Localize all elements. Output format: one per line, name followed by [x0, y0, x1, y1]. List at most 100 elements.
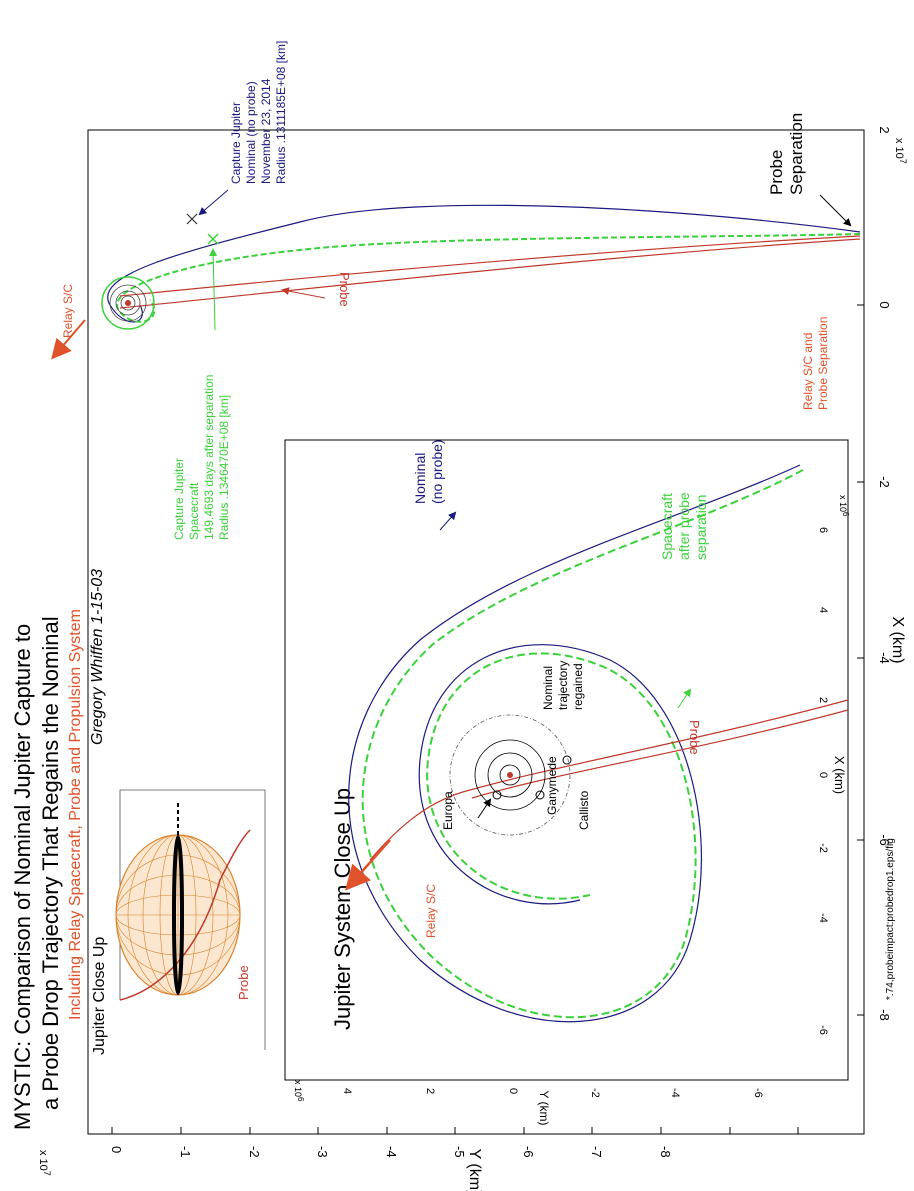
inset-y-axis: 4 2 0 -2 -4 -6 Y (km) x 106	[293, 1080, 764, 1126]
inset-x-exponent: x 106	[838, 495, 850, 517]
closeup-probe-label: Probe	[236, 965, 251, 1000]
probe-label: Probe	[337, 272, 352, 307]
capture-sc-label-2: Spacecraft	[187, 482, 201, 540]
author: Gregory Whiffen 1-15-03	[89, 569, 106, 745]
jupiter-closeup: Jupiter Close Up Probe	[91, 789, 266, 1055]
inset-y-tick-m4: -4	[669, 1088, 681, 1098]
main-x-tick-m4: -4	[877, 652, 892, 664]
inset-x-tick-m6: -6	[817, 1025, 829, 1035]
capture-sc-label-3: 149.4693 days after separation	[202, 375, 216, 540]
inset-x-tick-2: 2	[817, 697, 829, 703]
footer-path: *.74,probeimpact:probedrop1.eps/fig	[885, 838, 896, 1000]
closeup-probe-path	[119, 829, 251, 1001]
orbit-callisto	[109, 284, 147, 322]
closeup-equator	[172, 835, 184, 995]
main-x-exponent: x 107	[893, 138, 908, 164]
main-y-axis: 0 -1 -2 -3 -4 -5 -6 -7 -8 Y (km) x 107	[37, 1127, 799, 1191]
capture-marker-nominal	[186, 213, 198, 225]
main-y-tick-m8: -8	[658, 1146, 673, 1158]
relay-probe-sep-label-1: Relay S/C and	[801, 333, 815, 410]
inset-y-tick-0: 0	[507, 1088, 519, 1094]
title-line-1: MYSTIC: Comparison of Nominal Jupiter Ca…	[10, 624, 35, 1130]
relay-sc-label: Relay S/C	[61, 284, 75, 338]
inset-x-axis: -6 -4 -2 0 2 4 6 X (km) x 106	[817, 495, 850, 1035]
inset-y-tick-m6: -6	[752, 1088, 764, 1098]
inset-nominal-arrow	[439, 511, 457, 531]
main-y-tick-0: 0	[109, 1146, 124, 1153]
inset-ganymede-label: Ganymede	[545, 756, 559, 815]
orbit-outer	[101, 276, 155, 330]
main-y-tick-m5: -5	[452, 1146, 467, 1158]
inset-x-tick-0: 0	[817, 772, 829, 778]
main-y-tick-m6: -6	[521, 1146, 536, 1158]
inset-orbit-ganymede	[474, 739, 546, 811]
inset-sc-label-3: separation	[693, 495, 709, 560]
inset-sc-label-2: after probe	[676, 492, 692, 560]
inset-y-tick-4: 4	[341, 1088, 353, 1094]
probe-separation-label: Probe	[767, 150, 786, 195]
main-x-tick-m6: -6	[877, 834, 892, 846]
inset-regained-label-1: Nominal	[541, 666, 555, 710]
inset-orbit-io	[499, 764, 521, 786]
inset-y-tick-m2: -2	[589, 1088, 601, 1098]
inset-y-tick-2: 2	[424, 1088, 436, 1094]
inset-moon-ganymede	[535, 790, 545, 800]
inset-orbit-europa	[487, 752, 533, 798]
main-x-tick-0: 0	[877, 301, 892, 308]
relay-arrow	[51, 319, 86, 360]
main-x-tick-m8: -8	[877, 1009, 892, 1021]
inset-nominal-label-2: (no probe)	[429, 439, 445, 504]
capture-sc-label-1: Capture Jupiter	[172, 458, 186, 540]
inset-moon-callisto	[562, 755, 572, 765]
spacecraft-trajectory	[116, 233, 861, 323]
relay-trajectory	[119, 238, 861, 309]
inset-callisto-label: Callisto	[577, 790, 591, 830]
main-y-tick-m1: -1	[178, 1146, 193, 1158]
relay-probe-sep-label-2: Probe Separation	[816, 317, 830, 410]
inset-y-exponent: x 106	[293, 1080, 305, 1102]
inset-probe-label: Probe	[687, 720, 702, 755]
main-y-exponent: x 107	[37, 1150, 52, 1176]
inset-orbit-callisto	[449, 714, 571, 836]
inset-x-tick-6: 6	[817, 527, 829, 533]
main-x-tick-2: 2	[877, 126, 892, 133]
europa-arrow	[477, 798, 492, 819]
inset-x-tick-m4: -4	[817, 913, 829, 923]
capture-sc-label-4: Radius .1346470E+08 [km]	[217, 395, 231, 540]
inset-x-tick-4: 4	[817, 607, 829, 613]
probe-arrow	[281, 287, 326, 299]
inset-plot: Jupiter System Close Up -6 -4 -2 0 2 4 6…	[284, 439, 850, 1126]
inset-nominal-trajectory	[348, 464, 801, 1023]
inset-europa-label: Europa	[441, 791, 455, 830]
title-block: MYSTIC: Comparison of Nominal Jupiter Ca…	[10, 569, 106, 1130]
probe-separation-label-2: Separation	[787, 113, 806, 195]
jupiter-closeup-title: Jupiter Close Up	[91, 937, 108, 1055]
title-line-2: a Probe Drop Trajectory That Regains the…	[38, 616, 63, 1110]
capture-nominal-label-1: Capture Jupiter	[229, 102, 243, 184]
main-plot: 2 0 -2 -4 -6 -8 X (km) x 107 0 -1 -2 -3	[37, 126, 908, 1191]
orbit-europa	[120, 295, 136, 311]
inset-x-label: X (km)	[832, 756, 847, 794]
main-plot-frame	[87, 129, 865, 1135]
main-x-tick-m2: -2	[877, 476, 892, 488]
inset-y-label: Y (km)	[537, 1090, 551, 1125]
main-x-axis: 2 0 -2 -4 -6 -8 X (km) x 107	[857, 126, 908, 1021]
inset-relay-arrow	[345, 839, 391, 891]
inset-jupiter	[507, 772, 513, 778]
capture-nominal-arrow	[198, 189, 229, 216]
main-y-tick-m7: -7	[589, 1146, 604, 1158]
inset-probe-trajectory-2	[471, 709, 849, 799]
capture-nominal-label-2: Nominal (no probe)	[244, 81, 258, 184]
main-y-tick-m2: -2	[247, 1146, 262, 1158]
inset-regained-arrow	[677, 688, 692, 709]
inset-regained-label-3: regained	[571, 663, 585, 710]
inset-frame	[284, 439, 849, 1081]
inset-regained-label-2: trajectory	[556, 661, 570, 710]
main-trajectories	[51, 189, 861, 360]
probe-separation-arrow	[819, 194, 852, 227]
inset-x-tick-m2: -2	[817, 843, 829, 853]
capture-nominal-label-3: November 23, 2014	[259, 78, 273, 184]
subtitle: Including Relay Spacecraft, Probe and Pr…	[67, 609, 84, 1020]
inset-title: Jupiter System Close Up	[330, 788, 355, 1030]
